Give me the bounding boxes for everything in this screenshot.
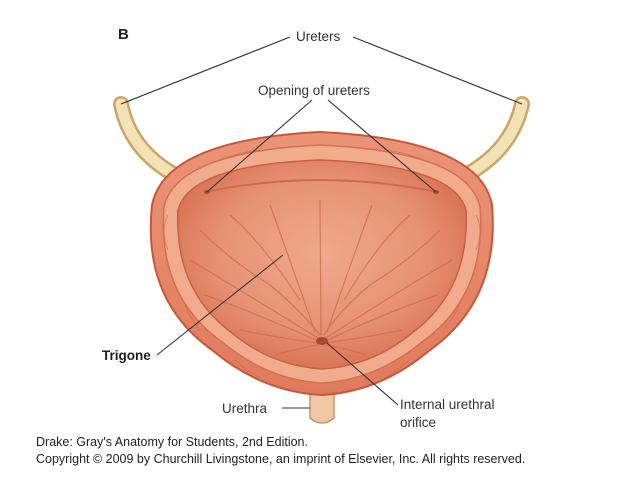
label-ureters: Ureters: [296, 29, 341, 44]
label-trigone: Trigone: [102, 348, 151, 363]
label-opening-of-ureters: Opening of ureters: [258, 83, 370, 98]
bladder-lumen: [177, 159, 467, 370]
leader-lines: [120, 36, 523, 409]
internal-urethral-orifice: [316, 337, 328, 345]
caption-line-2: Copyright © 2009 by Churchill Livingston…: [36, 452, 526, 466]
panel-letter: B: [118, 26, 129, 43]
label-urethra: Urethra: [222, 401, 268, 416]
rugae-folds: [189, 199, 453, 356]
caption-line-1: Drake: Gray's Anatomy for Students, 2nd …: [36, 435, 308, 449]
interureteric-ridge: [204, 179, 438, 193]
label-internal-urethral-orifice-line2: orifice: [400, 415, 437, 430]
label-internal-urethral-orifice-line1: Internal urethral: [400, 397, 495, 412]
